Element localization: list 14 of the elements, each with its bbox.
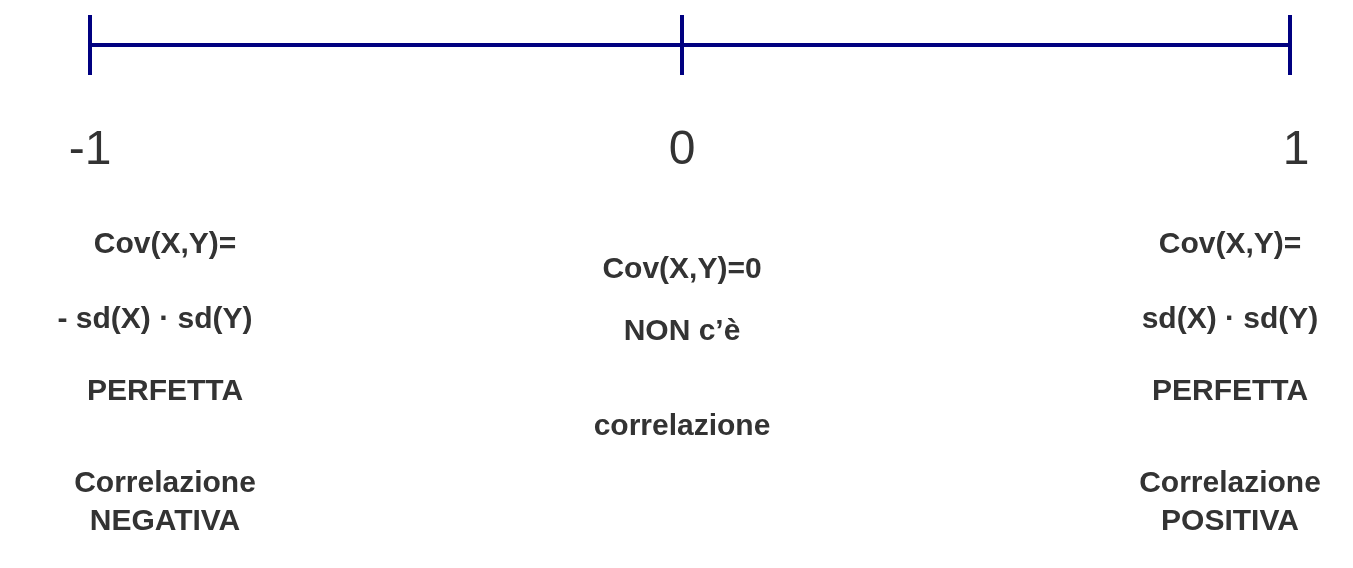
- description-text: Correlazione NEGATIVA: [73, 463, 257, 537]
- formula-text: Cov(X,Y)=: [1158, 225, 1302, 262]
- formula-text: sd(X) · sd(Y): [1141, 300, 1319, 337]
- description-text: Correlazione POSITIVA: [1138, 463, 1322, 537]
- description-text: correlazione: [593, 407, 771, 444]
- scale-label: 1: [1282, 120, 1310, 176]
- formula-text: - sd(X) · sd(Y): [57, 300, 253, 337]
- description-text: PERFETTA: [86, 372, 244, 409]
- scale-label: 0: [668, 120, 696, 176]
- formula-text: Cov(X,Y)=: [93, 225, 237, 262]
- description-text: PERFETTA: [1151, 372, 1309, 409]
- formula-text: Cov(X,Y)=0: [602, 250, 762, 287]
- scale-label: -1: [68, 120, 112, 176]
- description-text: NON c’è: [623, 312, 741, 349]
